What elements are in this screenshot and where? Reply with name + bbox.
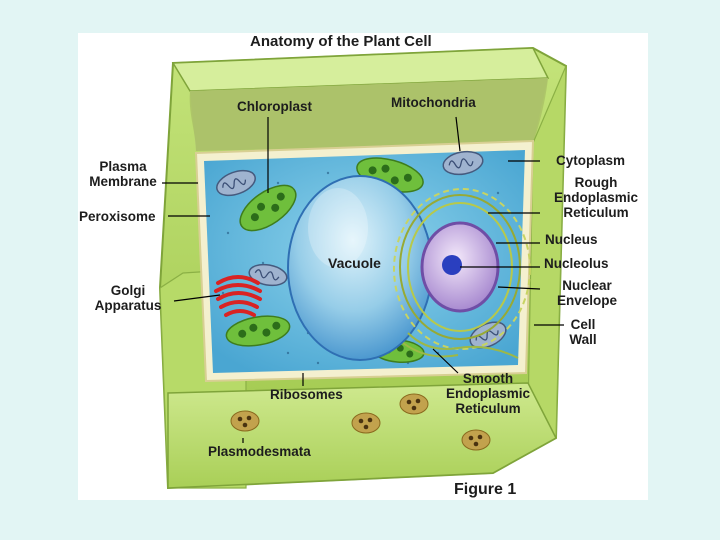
label-nuclear-envelope-line-2: Envelope <box>556 293 618 308</box>
label-rough-er-line-3: Reticulum <box>563 205 629 220</box>
label-nuclear-envelope: Nuclear Envelope <box>546 278 628 308</box>
figure-caption: Figure 1 <box>454 481 517 498</box>
plant-cell-figure: Anatomy of the Plant Cell Chloroplast Mi… <box>78 33 648 500</box>
label-rough-er-line-2: Endoplasmic <box>553 190 639 205</box>
label-plasma-membrane-line-2: Membrane <box>89 174 157 189</box>
label-golgi-line-2: Apparatus <box>94 298 162 313</box>
label-cell-wall: Cell Wall <box>562 317 604 347</box>
label-peroxisome: Peroxisome <box>79 209 156 224</box>
label-vacuole: Vacuole <box>328 255 381 271</box>
leader-lines <box>162 116 564 443</box>
label-mitochondria: Mitochondria <box>391 95 476 110</box>
label-cell-wall-line-1: Cell <box>570 317 596 332</box>
label-ribosomes: Ribosomes <box>270 387 343 402</box>
label-smooth-er: Smooth Endoplasmic Reticulum <box>433 371 543 416</box>
chloroplasts <box>225 157 425 363</box>
plant-cell-illustration <box>158 46 568 490</box>
label-rough-er: Rough Endoplasmic Reticulum <box>544 175 648 220</box>
mitochondria <box>216 150 507 349</box>
label-plasma-membrane: Plasma Membrane <box>83 159 163 189</box>
diagram-title: Anatomy of the Plant Cell <box>250 33 432 50</box>
label-golgi-apparatus: Golgi Apparatus <box>84 283 172 313</box>
label-smooth-er-line-3: Reticulum <box>455 401 521 416</box>
label-nucleolus: Nucleolus <box>544 256 609 271</box>
label-plasmodesmata: Plasmodesmata <box>208 444 311 459</box>
label-smooth-er-line-1: Smooth <box>462 371 514 386</box>
label-cytoplasm: Cytoplasm <box>556 153 626 168</box>
nucleolus <box>442 255 462 275</box>
label-cell-wall-line-2: Wall <box>569 332 597 347</box>
label-nucleus: Nucleus <box>545 232 598 247</box>
label-plasma-membrane-line-1: Plasma <box>99 159 147 174</box>
golgi-apparatus <box>214 275 262 317</box>
label-smooth-er-line-2: Endoplasmic <box>445 386 531 401</box>
label-chloroplast: Chloroplast <box>237 99 313 114</box>
label-rough-er-line-1: Rough <box>574 175 618 190</box>
label-golgi-line-1: Golgi <box>110 283 146 298</box>
plasmodesmata-pits <box>230 393 491 451</box>
label-nuclear-envelope-line-1: Nuclear <box>562 278 612 293</box>
